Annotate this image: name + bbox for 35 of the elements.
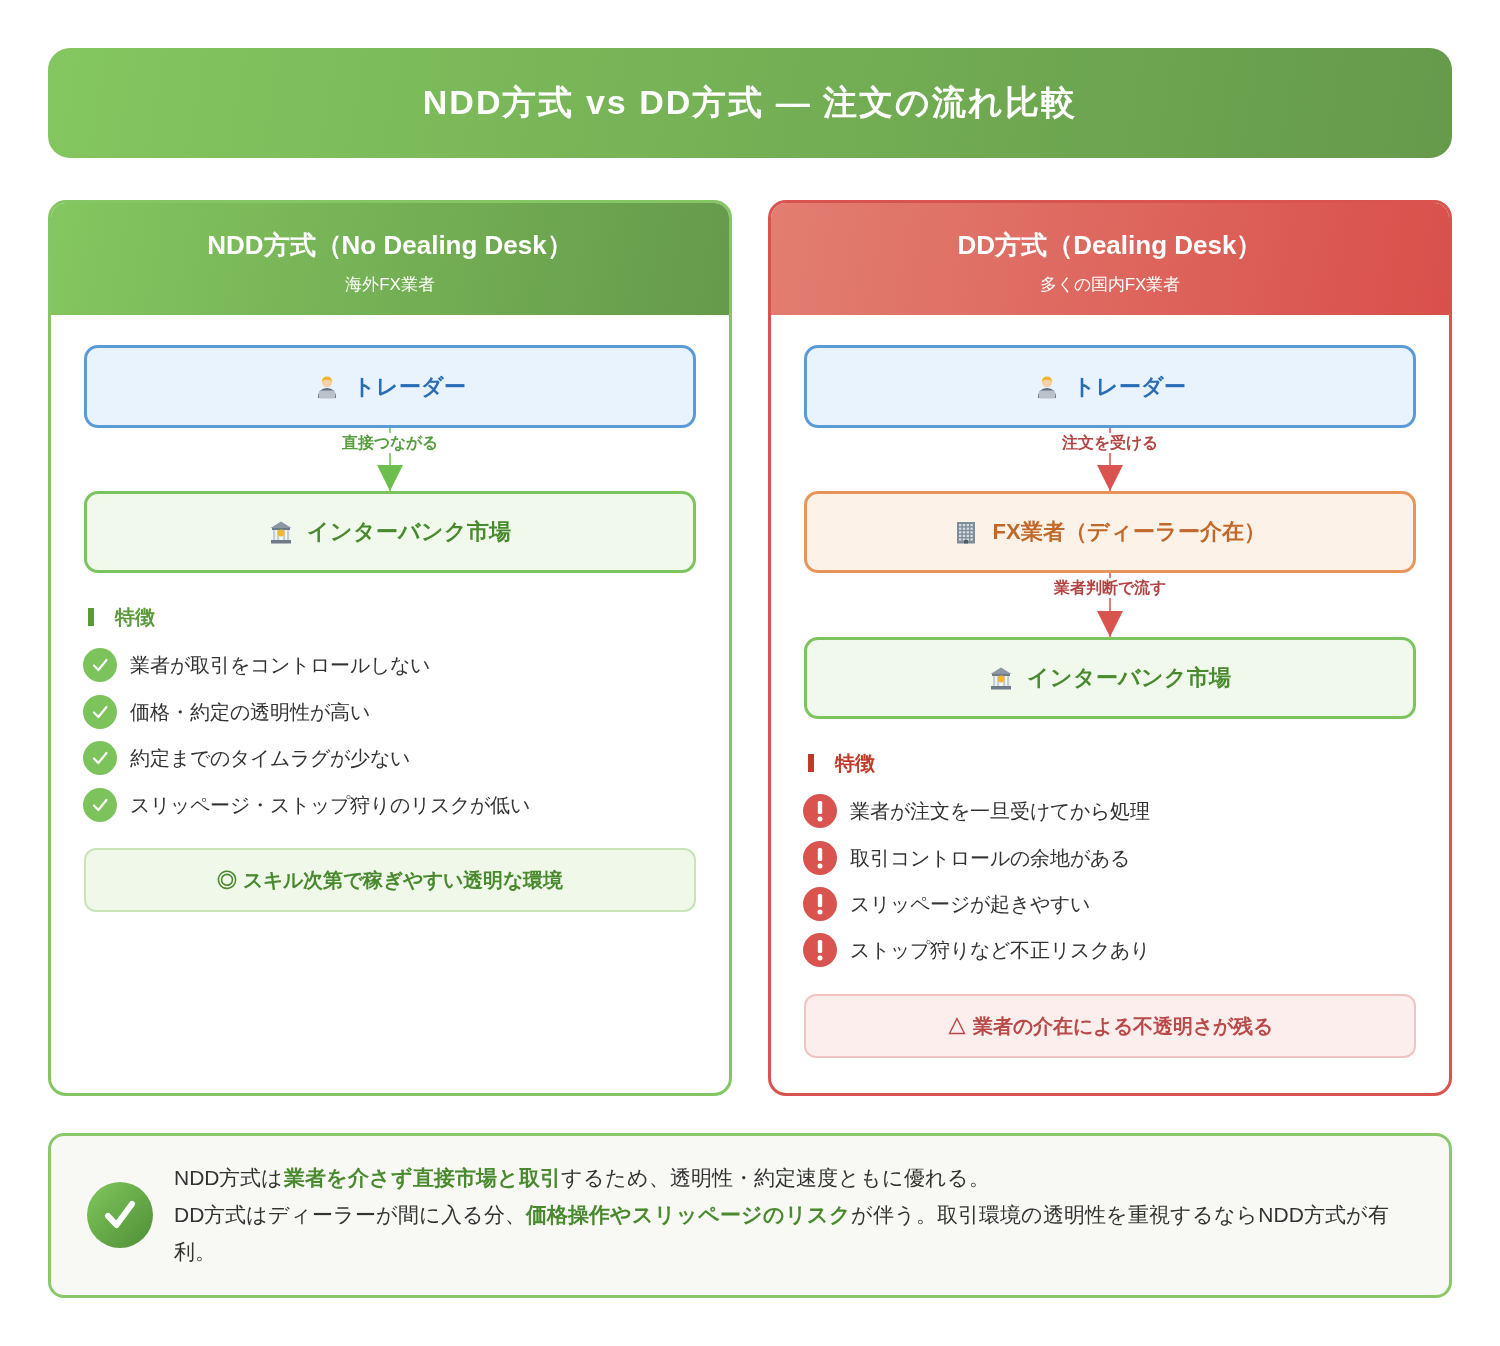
feature-item: ストップ狩りなど不正リスクあり <box>850 937 1150 963</box>
panel-title: NDD方式（No Dealing Desk） <box>207 228 573 262</box>
flow-box <box>84 491 696 573</box>
section-heading: 特徴 <box>835 750 875 776</box>
step-label: インターバンク市場 <box>1027 664 1231 692</box>
panel-title: DD方式（Dealing Desk） <box>957 228 1263 262</box>
note-text: ◎ スキル次第で稼ぎやすい透明な環境 <box>217 867 563 893</box>
flow-box <box>804 491 1416 573</box>
flow-box <box>804 637 1416 719</box>
step-label: トレーダー <box>352 372 466 401</box>
feature-item: 業者が取引をコントロールしない <box>130 652 430 678</box>
summary-text: NDD方式は業者を介さず直接市場と取引するため、透明性・約定速度ともに優れる。 <box>174 1165 991 1192</box>
flow-box <box>804 345 1416 428</box>
step-label: トレーダー <box>1072 372 1186 401</box>
flow-box <box>84 345 696 428</box>
note-box <box>84 848 696 912</box>
comparison-panel <box>48 200 732 1096</box>
panel-subtitle: 海外FX業者 <box>345 273 435 296</box>
feature-item: 取引コントロールの余地がある <box>850 845 1130 871</box>
feature-item: 価格・約定の透明性が高い <box>130 699 370 725</box>
title: NDD方式 vs DD方式 — 注文の流れ比較 <box>422 82 1078 123</box>
feature-item: 約定までのタイムラグが少ない <box>130 745 410 771</box>
note-text: △ 業者の介在による不透明さが残る <box>947 1013 1273 1039</box>
summary-box <box>48 1133 1452 1298</box>
arrow <box>1097 572 1123 638</box>
feature-item: スリッページ・ストップ狩りのリスクが低い <box>130 792 530 818</box>
section-heading: 特徴 <box>115 604 155 630</box>
feature-item: スリッページが起きやすい <box>850 891 1090 917</box>
feature-item: 業者が注文を一旦受けてから処理 <box>850 798 1150 824</box>
step-label: インターバンク市場 <box>307 518 511 546</box>
comparison-panel <box>768 200 1452 1096</box>
summary-text: DD方式はディーラーが間に入る分、価格操作やスリッページのリスクが伴う。取引環境の透明性を重視するならNDD方式が有利。 <box>174 1202 1390 1265</box>
panel-subtitle: 多くの国内FX業者 <box>1039 273 1181 296</box>
step-label: FX業者（ディーラー介在） <box>992 518 1266 546</box>
note-box <box>804 994 1416 1058</box>
